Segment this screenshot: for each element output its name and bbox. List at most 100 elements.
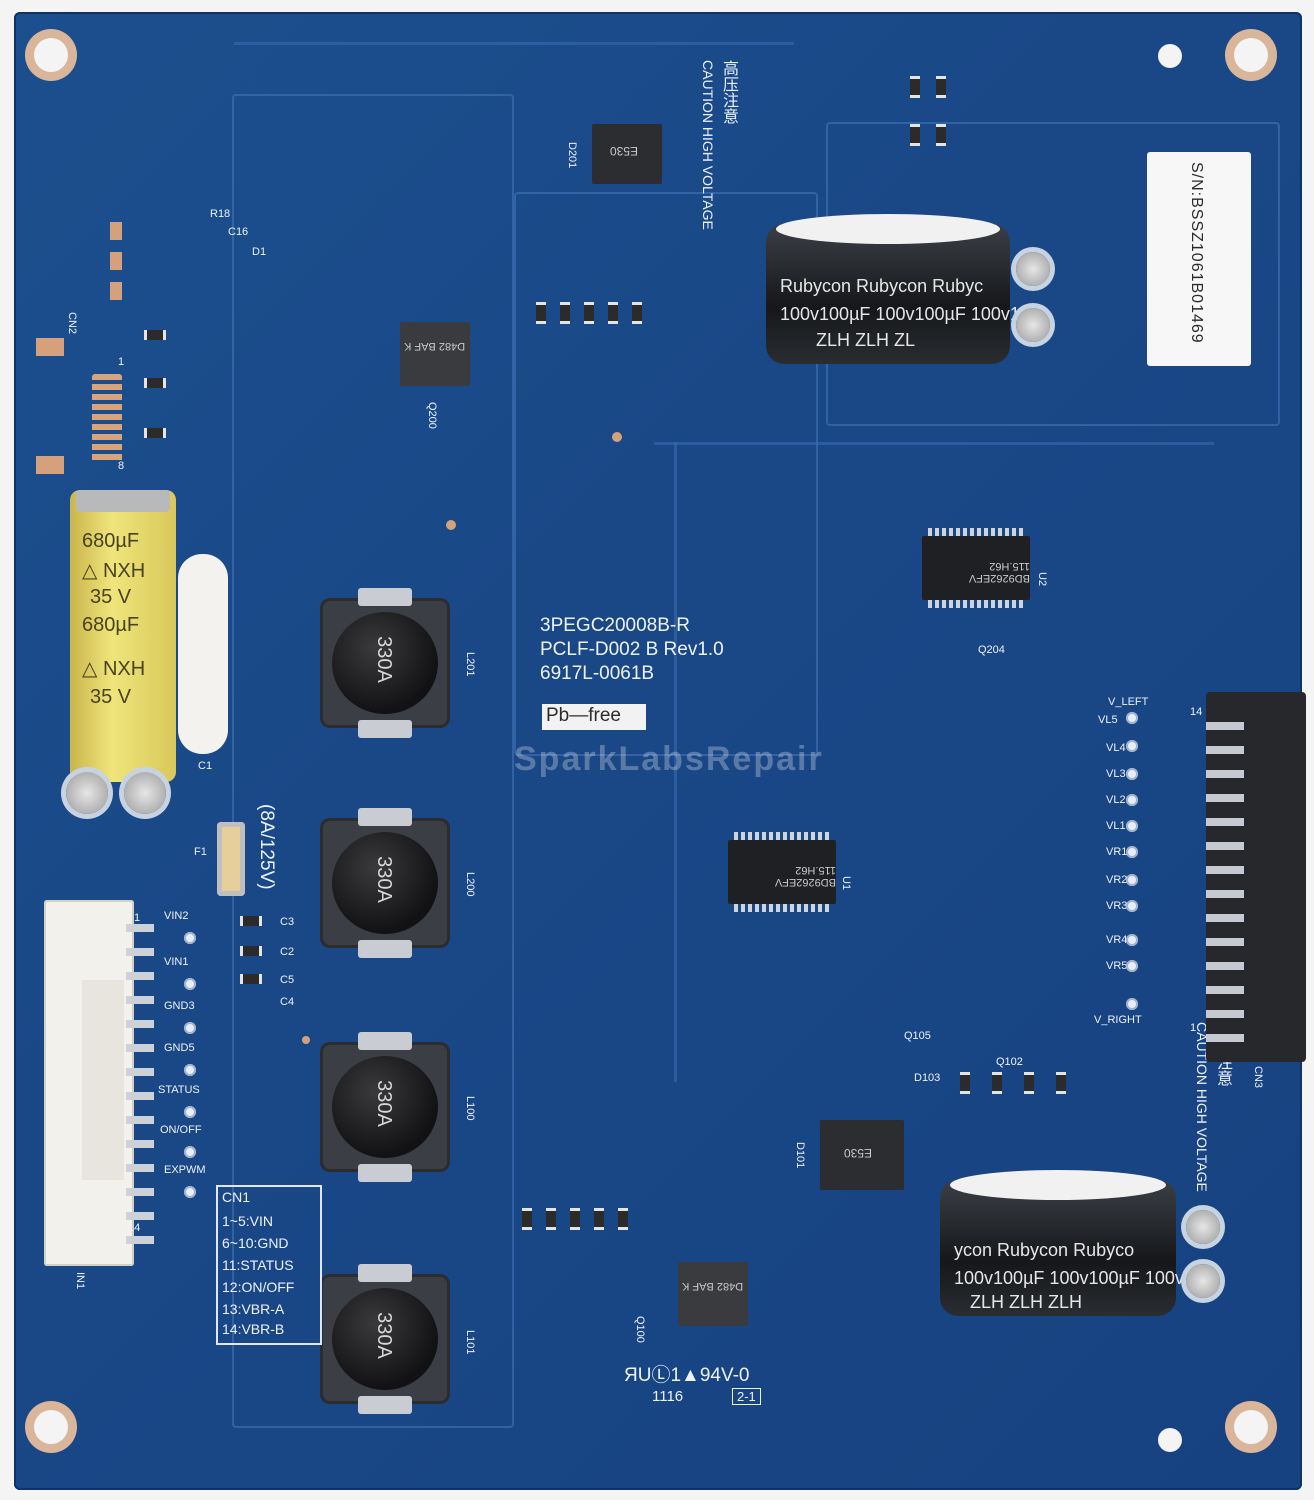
inductor-tab [358, 1264, 412, 1282]
inductor-ref: L201 [464, 652, 476, 677]
watermark: SparkLabsRepair [514, 740, 824, 778]
testpoint-vl1 [1126, 820, 1138, 832]
testpoint-vr5 [1126, 960, 1138, 972]
capacitor-bank-bottom: ycon Rubycon Rubyco 100v100µF 100v100µF … [940, 1170, 1204, 1316]
connector-pin [126, 972, 154, 980]
fuse-f1 [217, 822, 245, 896]
serial-text: S/N:BSSZ1061B01469 [1188, 162, 1205, 344]
testpoint-gnd5 [184, 1064, 196, 1076]
copper-pad [446, 520, 456, 530]
ref-label: R18 [210, 208, 231, 220]
caution-text-bottom: CAUTION HIGH VOLTAGE [1194, 1022, 1210, 1192]
part-number-line-3: 6917L-0061B [540, 663, 655, 684]
cn1-legend-line: 12:ON/OFF [222, 1279, 295, 1295]
diode-ref: D101 [794, 1142, 806, 1169]
ic-pins [928, 528, 1024, 536]
smd-capacitor [240, 974, 262, 984]
ref-label: C16 [228, 226, 249, 238]
inductor-core [332, 612, 438, 714]
yellow-capacitor: 680µF △ NXH 35 V 680µF △ NXH 35 V [70, 490, 176, 782]
smd-resistor [1024, 1072, 1034, 1094]
ic-marking: BD9262EFV 115.H62 [968, 560, 1030, 584]
led-label: VR3 [1106, 900, 1128, 912]
cn2-pin8: 8 [118, 460, 125, 472]
connector-cn2-pads [92, 374, 122, 462]
led-label: V_RIGHT [1094, 1014, 1142, 1026]
capacitor-glue [950, 1170, 1166, 1200]
testpoint-v-right [1126, 998, 1138, 1010]
testpoint-expwm [184, 1186, 196, 1198]
smd-resistor [1056, 1072, 1066, 1094]
ref-label: Q105 [904, 1030, 931, 1042]
mount-hole-tr [1234, 38, 1268, 72]
cn2-mount-pad-bottom [36, 456, 64, 474]
capacitor-lead-bottom-2 [1186, 1264, 1220, 1298]
capacitor-series: ZLH ZLH ZL [816, 330, 916, 350]
cn1-legend-line: 6~10:GND [222, 1235, 289, 1251]
ref-label: D1 [252, 246, 267, 258]
mount-hole-bl [34, 1410, 68, 1444]
testpoint-label: STATUS [158, 1084, 200, 1096]
led-label: VR5 [1106, 960, 1128, 972]
testpoint-vr4 [1126, 934, 1138, 946]
testpoint-vin2 [184, 932, 196, 944]
led-label: VR2 [1106, 874, 1128, 886]
rev-box: 2-1 [732, 1388, 761, 1405]
connector-pin [126, 1116, 154, 1124]
smd-resistor [144, 378, 166, 388]
inductor-ref: L200 [464, 872, 476, 897]
testpoint-vin1 [184, 978, 196, 990]
copper-pad [110, 282, 122, 300]
smd-resistor [618, 1208, 628, 1230]
inductor-core [332, 1288, 438, 1390]
trace-mid [654, 442, 1214, 445]
copper-plane-center [514, 192, 818, 756]
diode-d101: E530 [820, 1120, 904, 1190]
ic-ref: U1 [840, 876, 852, 891]
connector-cn3 [1206, 692, 1306, 1062]
ref-c1: C1 [198, 760, 213, 772]
ref-label: Q204 [978, 644, 1005, 656]
ref-label: Q102 [996, 1056, 1023, 1068]
led-label: VL4 [1106, 742, 1126, 754]
cn1-ref: IN1 [74, 1272, 86, 1290]
inductor-l100: 330A [320, 1032, 450, 1182]
connector-pin [1206, 842, 1244, 850]
capacitor-line: 35 V [90, 686, 132, 708]
connector-pin [126, 1236, 154, 1244]
part-number-line-2: PCLF-D002 B Rev1.0 [540, 639, 724, 660]
smd-resistor [144, 428, 166, 438]
inductor-marking: 330A [372, 1080, 395, 1127]
smd-resistor [960, 1072, 970, 1094]
inductor-tab [358, 808, 412, 826]
inductor-l101: 330A [320, 1264, 450, 1414]
testpoint-label: GND5 [164, 1042, 195, 1054]
connector-pin [126, 1212, 154, 1220]
capacitor-line: 35 V [90, 586, 132, 608]
smd-resistor [560, 302, 570, 324]
cn1-legend-box: CN1 1~5:VIN 6~10:GND 11:STATUS 12:ON/OFF… [216, 1185, 322, 1345]
capacitor-lead-top-1 [1016, 252, 1050, 286]
smd-resistor [546, 1208, 556, 1230]
mount-hole-br [1234, 1410, 1268, 1444]
transistor-q200: D482 BAF K [400, 322, 470, 386]
connector-pin [1206, 722, 1244, 730]
cn1-legend-line: 11:STATUS [222, 1257, 294, 1273]
testpoint-status [184, 1106, 196, 1118]
cn2-ref: CN2 [66, 312, 78, 335]
inductor-ref: L101 [464, 1330, 476, 1355]
inductor-marking: 330A [372, 1312, 395, 1359]
smd-resistor [910, 76, 920, 98]
copper-pad [110, 252, 122, 270]
smd-resistor [584, 302, 594, 324]
cn2-mount-pad-top [36, 338, 64, 356]
ic-marking: BD9262EFV 115.H62 [774, 864, 836, 888]
connector-pin [1206, 746, 1244, 754]
ic-u1: BD9262EFV 115.H62 [728, 832, 836, 912]
smd-resistor [936, 76, 946, 98]
inductor-tab [358, 1396, 412, 1414]
transistor-ref: Q200 [426, 402, 438, 429]
led-label: VL5 [1098, 714, 1118, 726]
fuse-rating: (8A/125V) [256, 804, 277, 890]
copper-pad [612, 432, 622, 442]
